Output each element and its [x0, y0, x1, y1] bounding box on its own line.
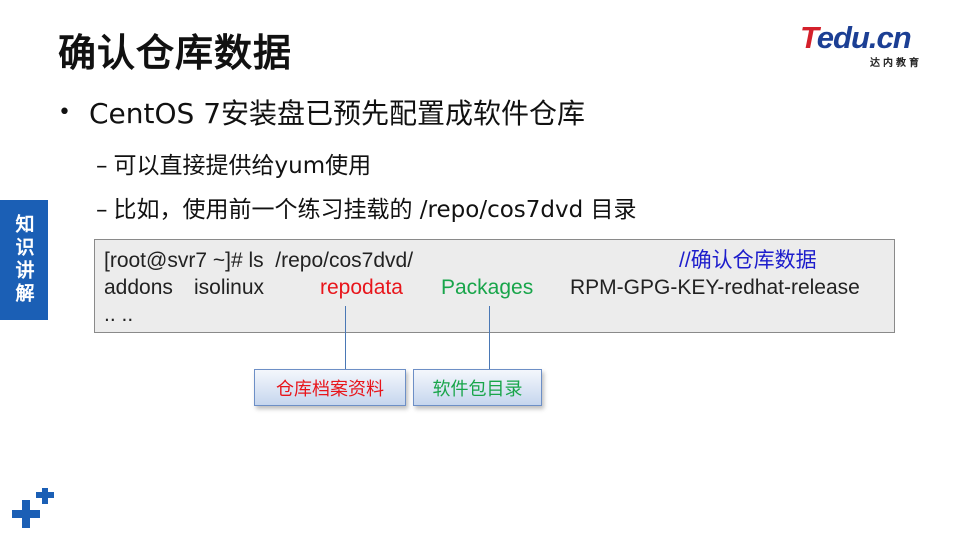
main-bullet-text: CentOS 7安装盘已预先配置成软件仓库 — [88, 97, 586, 130]
main-bullet: • CentOS 7安装盘已预先配置成软件仓库 — [58, 92, 585, 132]
plus-logo-icon — [12, 488, 54, 528]
sub-bullet-1: –可以直接提供给yum使用 — [96, 146, 371, 180]
side-tab-knowledge: 知识讲解 — [0, 200, 48, 320]
logo-mark-rest: edu.cn — [816, 20, 912, 55]
side-tab-label: 知识讲解 — [12, 214, 35, 306]
tedu-logo: Tedu.cn 达内教育 — [800, 18, 940, 69]
logo-mark-t: T — [800, 20, 818, 55]
terminal-comment: //确认仓库数据 — [679, 249, 817, 272]
dir-item-addons: addons — [104, 276, 173, 299]
sub-bullet-text: 比如，使用前一个练习挂载的 /repo/cos7dvd 目录 — [113, 197, 637, 223]
logo-subtitle: 达内教育 — [870, 58, 922, 69]
dir-item-packages: Packages — [441, 276, 534, 299]
sub-bullet-2: –比如，使用前一个练习挂载的 /repo/cos7dvd 目录 — [96, 190, 637, 224]
callout-label: 仓库档案资料 — [276, 378, 384, 400]
sub-bullet-dash: – — [96, 153, 108, 179]
bullet-dot-icon: • — [58, 99, 71, 125]
callout-packages: 软件包目录 — [413, 369, 542, 406]
dir-item-repodata: repodata — [320, 276, 403, 299]
callout-repodata: 仓库档案资料 — [254, 369, 406, 406]
dir-item-rpm-gpg-key: RPM-GPG-KEY-redhat-release — [570, 276, 860, 299]
terminal-ellipsis: .. .. — [104, 303, 134, 326]
sub-bullet-text: 可以直接提供给yum使用 — [113, 153, 372, 179]
callout-label: 软件包目录 — [432, 378, 523, 400]
callout-connector-packages — [489, 306, 490, 369]
terminal-command: [root@svr7 ~]# ls /repo/cos7dvd/ — [104, 249, 414, 272]
dir-item-isolinux: isolinux — [194, 276, 265, 299]
sub-bullet-dash: – — [96, 197, 108, 223]
callout-connector-repodata — [345, 306, 346, 369]
slide-title: 确认仓库数据 — [58, 31, 293, 75]
terminal-output-box: [root@svr7 ~]# ls /repo/cos7dvd/ //确认仓库数… — [94, 239, 895, 333]
